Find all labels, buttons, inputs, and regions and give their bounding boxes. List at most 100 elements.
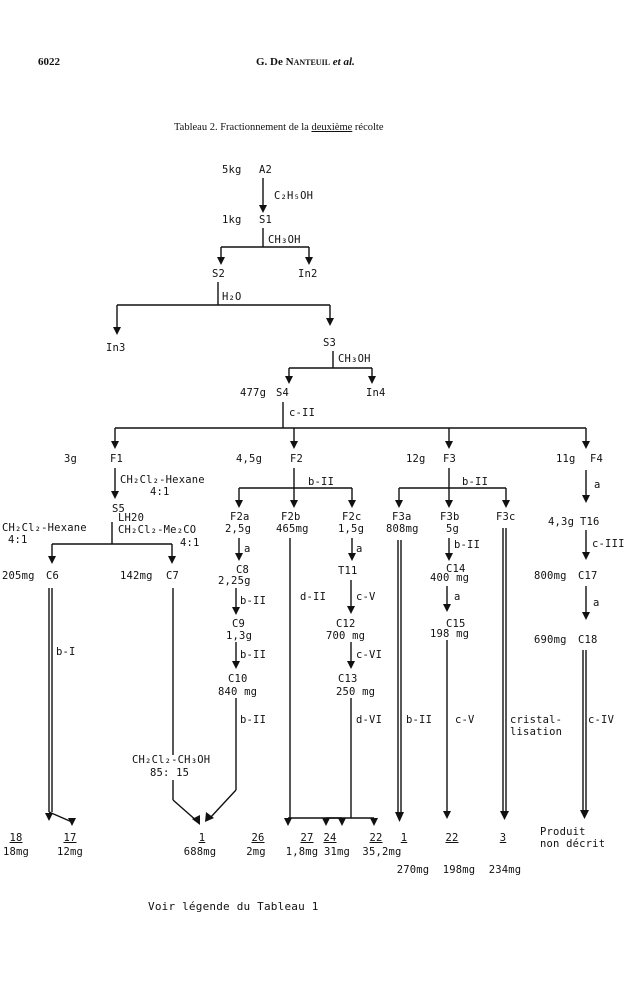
product-mass: 1,8mg [285, 846, 319, 858]
node-c15: C15 [446, 618, 466, 630]
node-c17: C17 [578, 570, 598, 582]
f3b-mass: 5g [446, 523, 460, 535]
product-id: 22 [445, 832, 459, 844]
product-id: 1 [198, 832, 206, 844]
method-b-ii-c9: b-II [240, 649, 267, 661]
node-c14: C14 [446, 563, 466, 575]
c7-mass: 142mg [120, 570, 153, 582]
method-b-ii-f3a: b-II [406, 714, 433, 726]
table-caption: Tableau 2. Fractionnement de la deuxième… [174, 122, 383, 133]
method-b-ii-f3: b-II [462, 476, 489, 488]
authors-smallcaps: Nanteuil [285, 56, 331, 68]
node-f2a: F2a [230, 511, 250, 523]
product-mass: 270mg [396, 864, 430, 876]
cristallisation-line-1: cristal- [510, 714, 563, 726]
lh20: LH20 [118, 512, 145, 524]
left-ratio: 4:1 [8, 534, 28, 546]
node-f4: F4 [590, 453, 604, 465]
method-c-iii: c-III [592, 538, 625, 550]
f3-mass: 12g [406, 453, 426, 465]
left-solvent: CH₂Cl₂-Hexane [2, 522, 87, 534]
product-mass: 18mg [2, 846, 30, 858]
method-a-c14: a [454, 591, 461, 603]
node-s5: S5 [112, 503, 126, 515]
c6-mass: 205mg [2, 570, 35, 582]
caption-suffix: récolte [352, 122, 384, 133]
f4-mass: 11g [556, 453, 576, 465]
node-t16: T16 [580, 516, 600, 528]
product-mass: 31mg [323, 846, 351, 858]
node-s4: S4 [276, 387, 290, 399]
f1-mass: 3g [64, 453, 78, 465]
f1-solvent: CH₂Cl₂-Hexane [120, 474, 205, 486]
product-mass: 234mg [488, 864, 522, 876]
c18-mass: 690mg [534, 634, 567, 646]
undescribed-line-1: Produit [540, 826, 586, 838]
c14-mass: 400 mg [430, 572, 470, 584]
node-c12: C12 [336, 618, 356, 630]
product-id: 24 [323, 832, 337, 844]
node-s2: S2 [212, 268, 226, 280]
node-in3: In3 [106, 342, 126, 354]
s1-mass: 1kg [222, 214, 242, 226]
a2-mass: 5kg [222, 164, 242, 176]
product-id: 27 [300, 832, 314, 844]
node-t11: T11 [338, 565, 358, 577]
caption-underlined: deuxième [311, 122, 353, 133]
node-f2: F2 [290, 453, 304, 465]
bottom-solvent: CH₂Cl₂-CH₃OH [132, 754, 211, 766]
footer-note: Voir légende du Tableau 1 [148, 900, 319, 913]
method-a-f2c: a [356, 543, 363, 555]
node-c7: C7 [166, 570, 180, 582]
node-c18: C18 [578, 634, 598, 646]
c17-mass: 800mg [534, 570, 567, 582]
caption-prefix: Tableau 2. Fractionnement de la [174, 122, 312, 133]
product-id: 22 [369, 832, 383, 844]
node-in4: In4 [366, 387, 386, 399]
page-number: 6022 [38, 56, 60, 68]
running-head: G. De Nanteuil et al. [256, 56, 355, 68]
c15-mass: 198 mg [430, 628, 470, 640]
c13-mass: 250 mg [336, 686, 376, 698]
method-b-i: b-I [56, 646, 76, 658]
c8-mass: 2,25g [218, 575, 251, 587]
node-s3: S3 [323, 337, 337, 349]
f2b-mass: 465mg [276, 523, 309, 535]
method-d-vi: d-VI [356, 714, 383, 726]
method-c-v-2: c-V [455, 714, 475, 726]
method-c-ii: c-II [289, 407, 316, 419]
c10-mass: 840 mg [218, 686, 258, 698]
node-s1: S1 [259, 214, 273, 226]
product-mass: 2mg [246, 846, 266, 858]
t16-mass: 4,3g [548, 516, 575, 528]
s4-mass: 477g [240, 387, 267, 399]
method-c-vi: c-VI [356, 649, 383, 661]
node-f3b: F3b [440, 511, 460, 523]
product-mass: 12mg [56, 846, 84, 858]
node-f3: F3 [443, 453, 457, 465]
right-solvent: CH₂Cl₂-Me₂CO [118, 524, 197, 536]
node-c10: C10 [228, 673, 248, 685]
right-ratio: 4:1 [180, 537, 200, 549]
method-b-ii-f3b: b-II [454, 539, 481, 551]
node-c8: C8 [236, 564, 250, 576]
f3a-mass: 808mg [386, 523, 419, 535]
node-f3c: F3c [496, 511, 516, 523]
node-f2b: F2b [281, 511, 301, 523]
c12-mass: 700 mg [326, 630, 366, 642]
solvent-ch3oh-2: CH₃OH [338, 353, 371, 365]
node-in2: In2 [298, 268, 318, 280]
f1-ratio: 4:1 [150, 486, 170, 498]
node-a2: A2 [259, 164, 273, 176]
product-id: 17 [63, 832, 77, 844]
f2c-mass: 1,5g [338, 523, 365, 535]
product-id: 18 [9, 832, 23, 844]
product-id: 26 [251, 832, 265, 844]
method-c-v-1: c-V [356, 591, 376, 603]
authors-suffix: et al. [330, 56, 355, 68]
method-a-c17: a [593, 597, 600, 609]
node-c9: C9 [232, 618, 246, 630]
bottom-ratio: 85: 15 [150, 767, 190, 779]
method-a-f4: a [594, 479, 601, 491]
product-id: 3 [499, 832, 507, 844]
